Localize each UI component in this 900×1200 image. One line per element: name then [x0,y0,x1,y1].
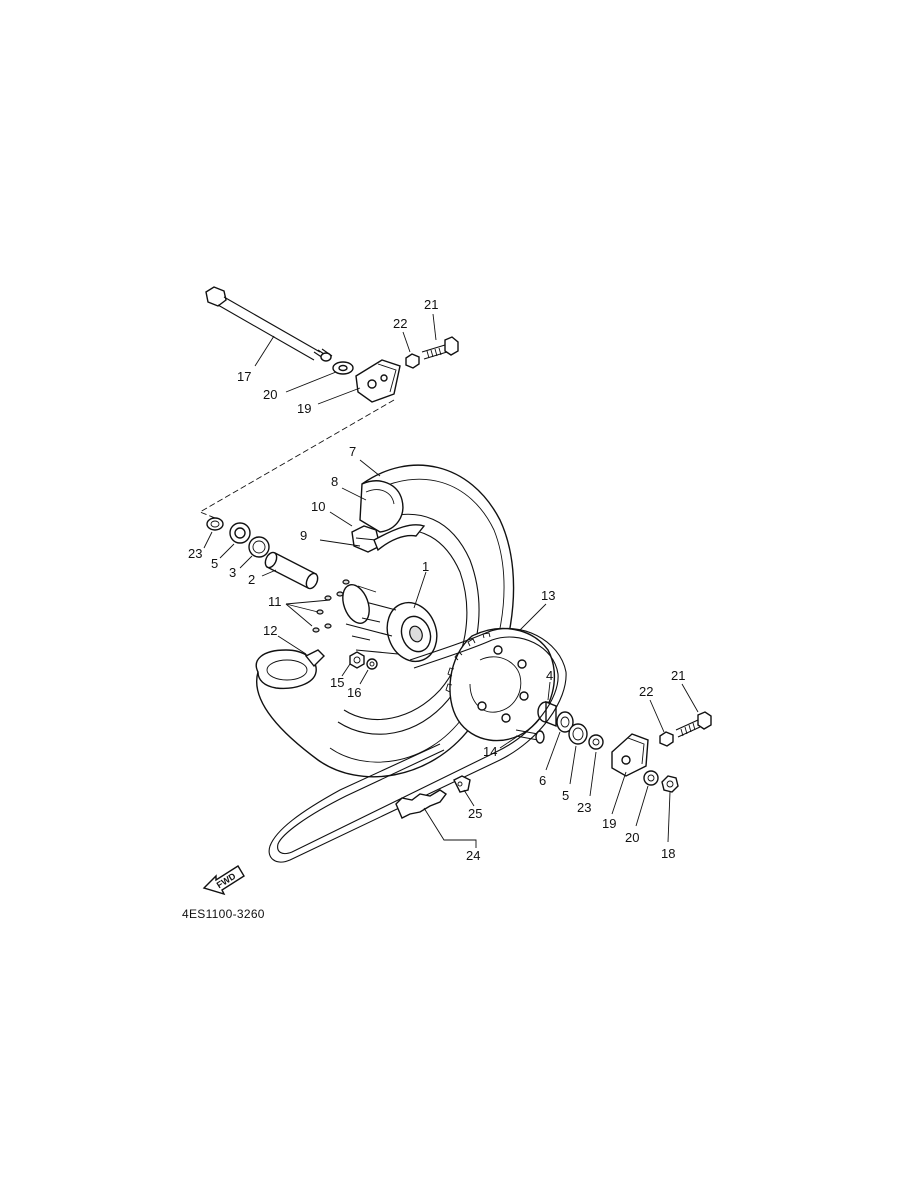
rear-wheel [255,464,515,778]
fwd-arrow-icon: FWD [202,865,245,896]
collar-right-4 [537,700,557,728]
nut-top [405,353,420,369]
sprocket-bolt [515,729,545,744]
nut-right-22 [659,731,674,747]
axle-part [205,286,333,362]
rear-sprocket [445,627,556,742]
washer-top [332,361,354,375]
label-10: 10 [311,499,325,514]
bearing-left [248,536,270,558]
label-24: 24 [466,848,480,863]
label-19-right: 19 [602,816,616,831]
washer-right [643,770,659,786]
label-20-top: 20 [263,387,277,402]
axle-nut [661,775,679,793]
label-21-right: 21 [671,668,685,683]
label-1: 1 [422,559,429,574]
label-15: 15 [330,675,344,690]
label-6: 6 [539,773,546,788]
valve-cap [304,649,325,668]
chain-puller-right [611,733,649,777]
label-19-top: 19 [297,401,311,416]
part-labels: 17 20 19 22 21 7 8 10 9 23 5 3 2 1 11 12… [188,297,685,863]
label-21-top: 21 [424,297,438,312]
collar-right-23 [588,734,604,750]
leader-lines [198,313,699,848]
label-20-right: 20 [625,830,639,845]
oil-seal-right [556,711,574,733]
bolt-right-21 [675,711,712,738]
label-5-right: 5 [562,788,569,803]
label-12: 12 [263,623,277,638]
label-17: 17 [237,369,251,384]
label-7: 7 [349,444,356,459]
label-11: 11 [268,594,282,609]
label-8: 8 [331,474,338,489]
label-4: 4 [546,668,553,683]
collar-left [206,517,224,531]
label-18: 18 [661,846,675,861]
label-25: 25 [468,806,482,821]
label-14: 14 [483,744,497,759]
label-5-left: 5 [211,556,218,571]
label-9: 9 [300,528,307,543]
nut-15 [349,651,365,669]
label-3: 3 [229,565,236,580]
label-22-right: 22 [639,684,653,699]
spacer-tube [264,551,319,590]
label-2: 2 [248,572,255,587]
bearing-right [568,723,588,745]
bolt-top [421,336,459,360]
washer-16 [366,658,378,670]
chain-puller-top [355,359,401,403]
diagram-reference-code: 4ES1100-3260 [182,907,265,921]
label-22-top: 22 [393,316,407,331]
tube-valve [373,524,426,552]
label-16: 16 [347,685,361,700]
label-13: 13 [541,588,555,603]
label-23-left: 23 [188,546,202,561]
oil-seal-left [229,522,251,544]
label-23-right: 23 [577,800,591,815]
drive-chain [268,627,567,863]
